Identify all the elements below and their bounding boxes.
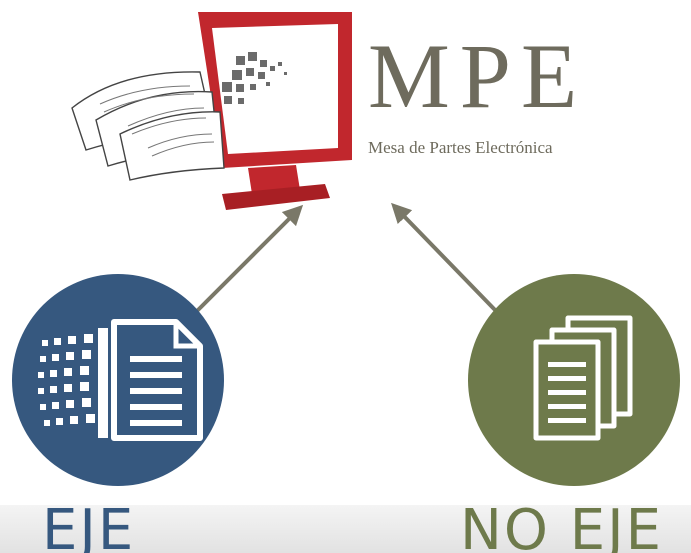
monitor-logo-icon bbox=[71, 12, 352, 210]
no-eje-label: NO EJE bbox=[460, 498, 664, 553]
mpe-title: MPE bbox=[368, 25, 588, 127]
mpe-subtitle: Mesa de Partes Electrónica bbox=[368, 138, 553, 157]
eje-label: EJE bbox=[42, 498, 136, 553]
no-eje-node bbox=[468, 274, 680, 486]
electronic-document-icon bbox=[38, 319, 203, 441]
pixel-squares-icon bbox=[222, 52, 287, 104]
bottom-band bbox=[0, 505, 691, 553]
arrow-noeje-to-mpe bbox=[391, 202, 499, 314]
arrow-eje-to-mpe bbox=[194, 204, 304, 314]
eje-circle bbox=[12, 274, 224, 486]
papers-icon bbox=[71, 71, 225, 181]
eje-node bbox=[12, 274, 224, 486]
